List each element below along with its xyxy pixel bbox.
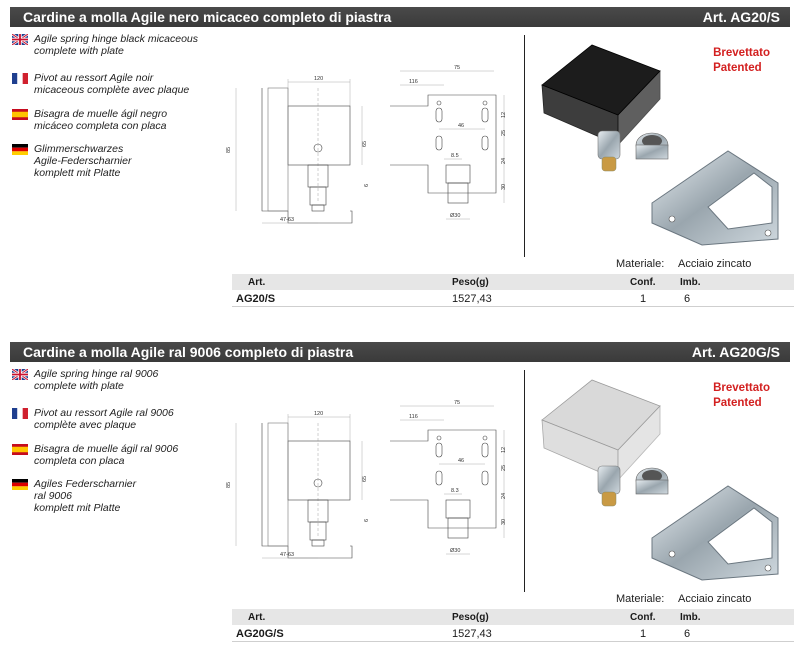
- dim-25: 25: [501, 130, 507, 136]
- dim-12: 12: [501, 447, 507, 453]
- header-imb: Imb.: [680, 612, 701, 623]
- dim-width-116: 116: [409, 414, 418, 420]
- dim-height-65: 65: [362, 476, 368, 482]
- header-imb: Imb.: [680, 277, 701, 288]
- product-section-1: Cardine a molla Agile nero micaceo compl…: [0, 0, 800, 320]
- dim-width-120: 120: [314, 76, 323, 82]
- description-text: Glimmerschwarzes Agile-Federscharnier ko…: [34, 143, 132, 179]
- es-flag-icon: [12, 109, 28, 120]
- dim-width-120: 120: [314, 411, 323, 417]
- de-flag-icon: [12, 144, 28, 155]
- dim-width-75: 75: [454, 65, 460, 71]
- patent-label: Brevettato Patented: [713, 46, 770, 76]
- product-title-bar: Cardine a molla Agile nero micaceo compl…: [10, 7, 790, 27]
- cell-conf: 1: [640, 293, 647, 305]
- cell-weight: 1527,43: [452, 293, 492, 305]
- description-text: Pivot au ressort Agile ral 9006 complète…: [34, 407, 174, 431]
- uk-flag-icon: [12, 369, 28, 380]
- dim-24: 24: [501, 158, 507, 164]
- description-text: Agiles Federscharnier ral 9006 komplett …: [34, 478, 137, 514]
- es-flag-icon: [12, 444, 28, 455]
- dim-height-6: 6: [364, 184, 370, 187]
- material-value: Acciaio zincato: [678, 258, 752, 270]
- product-photo: [541, 44, 779, 246]
- header-art: Art.: [248, 612, 266, 623]
- description-text: Bisagra de muelle ágil ral 9006 completa…: [34, 443, 179, 467]
- patent-en: Patented: [713, 397, 762, 409]
- dim-30: 30: [501, 519, 507, 525]
- dim-diameter-30: Ø30: [450, 213, 460, 219]
- description-text: Agile spring hinge ral 9006 complete wit…: [34, 368, 159, 392]
- patent-it: Brevettato: [713, 47, 770, 59]
- patent-label: Brevettato Patented: [713, 381, 770, 411]
- dim-24: 24: [501, 493, 507, 499]
- front-view: 120 85 65 6 47-63: [226, 411, 370, 559]
- vertical-divider: [524, 370, 525, 592]
- side-view: 75 116 46 8.3 Ø30 12 25 24 30: [390, 400, 507, 555]
- cell-conf: 1: [640, 628, 647, 640]
- patent-en: Patented: [713, 62, 762, 74]
- dim-range-47-63: 47-63: [280, 217, 294, 223]
- material-label: Materiale:: [616, 593, 665, 605]
- dim-width-75: 75: [454, 400, 460, 406]
- header-art: Art.: [248, 277, 266, 288]
- table-row: AG20/S 1527,43 1 6: [232, 290, 794, 307]
- table-header: Art. Peso(g) Conf. Imb.: [232, 274, 794, 290]
- dim-30: 30: [501, 184, 507, 190]
- dim-height-65: 65: [362, 141, 368, 147]
- dim-12: 12: [501, 112, 507, 118]
- de-flag-icon: [12, 479, 28, 490]
- dim-range-47-63: 47-63: [280, 552, 294, 558]
- cell-imb: 6: [684, 293, 691, 305]
- header-conf: Conf.: [630, 612, 656, 623]
- header-weight: Peso(g): [452, 277, 489, 288]
- material-label: Materiale:: [616, 258, 665, 270]
- fr-flag-icon: [12, 408, 28, 419]
- bushing-image: [635, 467, 669, 495]
- description-text: Agile spring hinge black micaceous compl…: [34, 33, 199, 57]
- cell-art: AG20/S: [236, 293, 276, 305]
- patent-it: Brevettato: [713, 382, 770, 394]
- side-view: 75 116 46 8.5 Ø30 12 25 24 30: [390, 65, 507, 220]
- bushing-image: [635, 132, 669, 160]
- vertical-divider: [524, 35, 525, 257]
- cell-art: AG20G/S: [236, 628, 284, 640]
- dim-diameter-30: Ø30: [450, 548, 460, 554]
- cell-weight: 1527,43: [452, 628, 492, 640]
- header-weight: Peso(g): [452, 612, 489, 623]
- product-title: Cardine a molla Agile ral 9006 completo …: [23, 344, 354, 360]
- product-section-2: Cardine a molla Agile ral 9006 completo …: [0, 335, 800, 667]
- article-code: Art. AG20G/S: [691, 344, 780, 360]
- product-title-bar: Cardine a molla Agile ral 9006 completo …: [10, 342, 790, 362]
- cell-imb: 6: [684, 628, 691, 640]
- technical-drawing: 120 85 65 6 47-63 75 116: [226, 400, 507, 559]
- dim-height-6: 6: [364, 519, 370, 522]
- front-view: 120 85 65 6 47-63: [226, 76, 370, 224]
- dim-46: 46: [458, 458, 464, 464]
- hinge-cover-image: [541, 44, 661, 172]
- header-conf: Conf.: [630, 277, 656, 288]
- uk-flag-icon: [12, 34, 28, 45]
- table-row: AG20G/S 1527,43 1 6: [232, 625, 794, 642]
- dim-width-116: 116: [409, 79, 418, 85]
- bracket-plate-image: [651, 150, 779, 246]
- bracket-plate-image: [651, 485, 779, 581]
- dim-8-5: 8.3: [451, 488, 459, 494]
- product-title: Cardine a molla Agile nero micaceo compl…: [23, 9, 392, 25]
- description-text: Pivot au ressort Agile noir micaceous co…: [34, 72, 190, 96]
- dim-25: 25: [501, 465, 507, 471]
- description-text: Bisagra de muelle ágil negro micáceo com…: [34, 108, 168, 132]
- technical-drawing: 120 85 65 6 47-63 75 116: [226, 65, 507, 224]
- dim-height-85: 85: [226, 482, 232, 488]
- dim-46: 46: [458, 123, 464, 129]
- article-code: Art. AG20/S: [702, 9, 780, 25]
- table-header: Art. Peso(g) Conf. Imb.: [232, 609, 794, 625]
- fr-flag-icon: [12, 73, 28, 84]
- hinge-cover-image: [541, 379, 661, 507]
- dim-8-5: 8.5: [451, 153, 459, 159]
- dim-height-85: 85: [226, 147, 232, 153]
- material-value: Acciaio zincato: [678, 593, 752, 605]
- product-photo: [541, 379, 779, 581]
